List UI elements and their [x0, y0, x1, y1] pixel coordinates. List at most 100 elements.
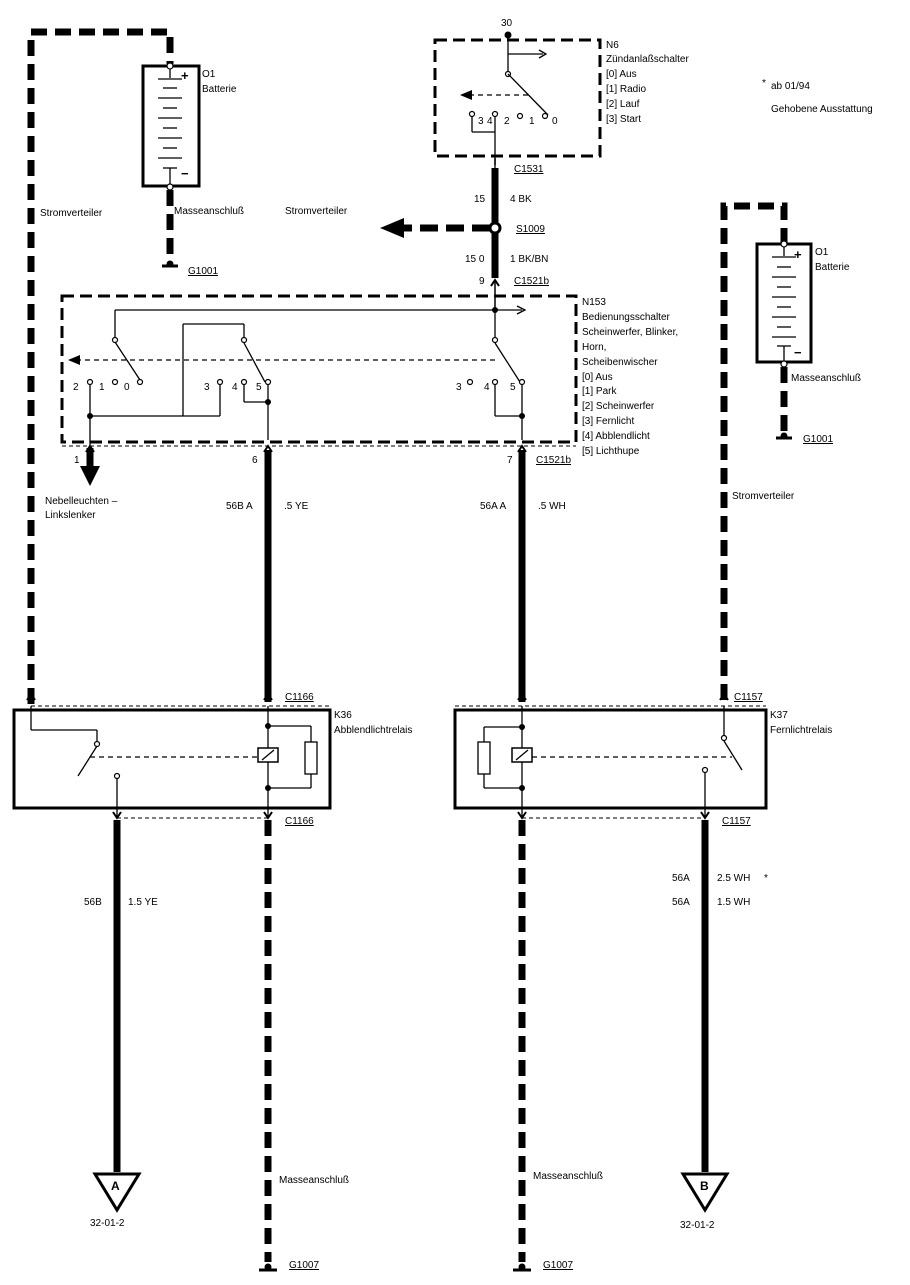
ign-pin-3: 3 [478, 116, 484, 127]
switch-pos-5: [5] Lichthupe [582, 446, 640, 457]
ref-a-page: 32-01-2 [90, 1218, 125, 1229]
fog-label-0: Nebelleuchten – [45, 496, 118, 507]
ground-g1007-right: Masseanschluß G1007 [513, 820, 603, 1272]
distribution-label-left: Stromverteiler [40, 208, 103, 219]
sw-pin-2: 2 [73, 382, 79, 393]
distribution-label-right: Stromverteiler [732, 491, 795, 502]
distribution-label-arrow: Stromverteiler [285, 206, 348, 217]
ref-b: B [700, 1179, 709, 1193]
relay-right-name: Fernlichtrelais [770, 725, 832, 736]
ign-pin-1: 1 [529, 116, 535, 127]
sw-pin-5b: 5 [510, 382, 516, 393]
fog-label-1: Linkslenker [45, 510, 96, 521]
wire-56a-code-1: 56A [672, 873, 690, 884]
ground-g1001-left: Masseanschluß G1001 [162, 190, 244, 277]
wire-56a-color-2: 1.5 WH [717, 897, 750, 908]
terminal-15: 15 [474, 194, 486, 205]
relay-k37: C1157 K37 Fernlichtrelais C1157 [453, 692, 832, 827]
sw-pin-3a: 3 [204, 382, 210, 393]
sw-pin-4a: 4 [232, 382, 238, 393]
sw-pin-0: 0 [124, 382, 130, 393]
switch-pos-1: [1] Park [582, 386, 617, 397]
switch-name-3: Scheibenwischer [582, 357, 658, 368]
ref-a: A [111, 1179, 120, 1193]
relay-right-conn-top: C1157 [734, 692, 763, 703]
sw-pin-5a: 5 [256, 382, 262, 393]
light-switch: 2 1 0 3 4 5 3 4 5 N153 Bedienungsschalte… [60, 294, 678, 458]
splice-s1009: S1009 [516, 224, 545, 235]
switch-pos-3: [3] Fernlicht [582, 416, 634, 427]
battery-left: + − O1 Batterie [141, 62, 237, 191]
sw-pin-3b: 3 [456, 382, 462, 393]
ignition-switch: 30 3 4 2 1 0 N6 Zündanlaßschalter [0] Au… [433, 18, 689, 175]
battery-right: + − O1 Batterie Masseanschluß G1001 Stro… [720, 202, 861, 702]
relay-left-name: Abblendlichtrelais [334, 725, 412, 736]
wire-4bk: 4 BK [510, 194, 532, 205]
ignition-name: Zündanlaßschalter [606, 54, 689, 65]
ground-mid-right-id: G1007 [543, 1260, 573, 1271]
wire-56aa-code: 56A A [480, 501, 506, 512]
ign-pin-0: 0 [552, 116, 558, 127]
wire-56a-lower: 56A 2.5 WH * 56A 1.5 WH B 32-01-2 [672, 820, 768, 1231]
switch-pos-2: [2] Scheinwerfer [582, 401, 655, 412]
battery-left-plus: + [181, 68, 189, 83]
ign-pin-4: 4 [487, 116, 493, 127]
wire-56a-star: * [764, 873, 768, 884]
switch-outputs: 1 6 7 C1521b Nebelleuchten – Linkslenker [45, 444, 571, 521]
relay-k36: C1166 K36 Abblendlichtrelais C1166 [12, 692, 412, 827]
battery-right-id: O1 [815, 247, 829, 258]
wire-1bkbn: 1 BK/BN [510, 254, 548, 265]
terminal-9: 9 [479, 276, 485, 287]
battery-left-id: O1 [202, 69, 216, 80]
ignition-feed: C1531 15 4 BK S1009 Stromverteiler 15 0 … [285, 158, 549, 310]
terminal-7: 7 [507, 455, 513, 466]
ignition-pos-0: [0] Aus [606, 69, 637, 80]
conn-c1531: C1531 [514, 164, 544, 175]
note-marker: * [762, 78, 766, 89]
wire-56b-code: 56B [84, 897, 102, 908]
wire-56a-code-2: 56A [672, 897, 690, 908]
note-date: ab 01/94 [771, 81, 810, 92]
relay-left-id: K36 [334, 710, 352, 721]
wire-56b-color: 1.5 YE [128, 897, 158, 908]
terminal-1: 1 [74, 455, 80, 466]
sw-pin-4b: 4 [484, 382, 490, 393]
battery-right-minus: − [794, 345, 802, 360]
switch-pos-0: [0] Aus [582, 372, 613, 383]
ignition-pos-3: [3] Start [606, 114, 641, 125]
ground-right-id: G1001 [803, 434, 833, 445]
battery-right-plus: + [794, 247, 802, 262]
wire-56b-lower: 56B 1.5 YE A 32-01-2 [84, 820, 158, 1229]
conn-c1521b-top: C1521b [514, 276, 549, 287]
sw-pin-1: 1 [99, 382, 105, 393]
ground-mid-left-label: Masseanschluß [279, 1175, 349, 1186]
switch-name-2: Horn, [582, 342, 606, 353]
ground-left-label: Masseanschluß [174, 206, 244, 217]
ground-left-id: G1001 [188, 266, 218, 277]
terminal-6: 6 [252, 455, 258, 466]
relay-left-conn-bottom: C1166 [285, 816, 314, 827]
terminal-30: 30 [501, 18, 513, 29]
switch-name-1: Scheinwerfer, Blinker, [582, 327, 678, 338]
relay-right-id: K37 [770, 710, 788, 721]
battery-left-name: Batterie [202, 84, 237, 95]
wire-56ba-code: 56B A [226, 501, 253, 512]
ground-mid-left-id: G1007 [289, 1260, 319, 1271]
ground-g1007-left: Masseanschluß G1007 [259, 820, 349, 1272]
switch-name-0: Bedienungsschalter [582, 312, 671, 323]
terminal-15-0: 15 0 [465, 254, 485, 265]
battery-left-minus: − [181, 166, 189, 181]
wire-56b-a: 56B A .5 YE [226, 450, 309, 702]
left-power-feed: Stromverteiler [27, 28, 174, 704]
ground-mid-right-label: Masseanschluß [533, 1171, 603, 1182]
battery-right-name: Batterie [815, 262, 850, 273]
relay-left-conn-top: C1166 [285, 692, 314, 703]
switch-id: N153 [582, 297, 606, 308]
ign-pin-2: 2 [504, 116, 510, 127]
wire-56a-a: 56A A .5 WH [480, 450, 566, 702]
ground-right-label: Masseanschluß [791, 373, 861, 384]
wire-56a-color-1: 2.5 WH [717, 873, 750, 884]
conn-c1521b-bottom: C1521b [536, 455, 571, 466]
ref-b-page: 32-01-2 [680, 1220, 715, 1231]
